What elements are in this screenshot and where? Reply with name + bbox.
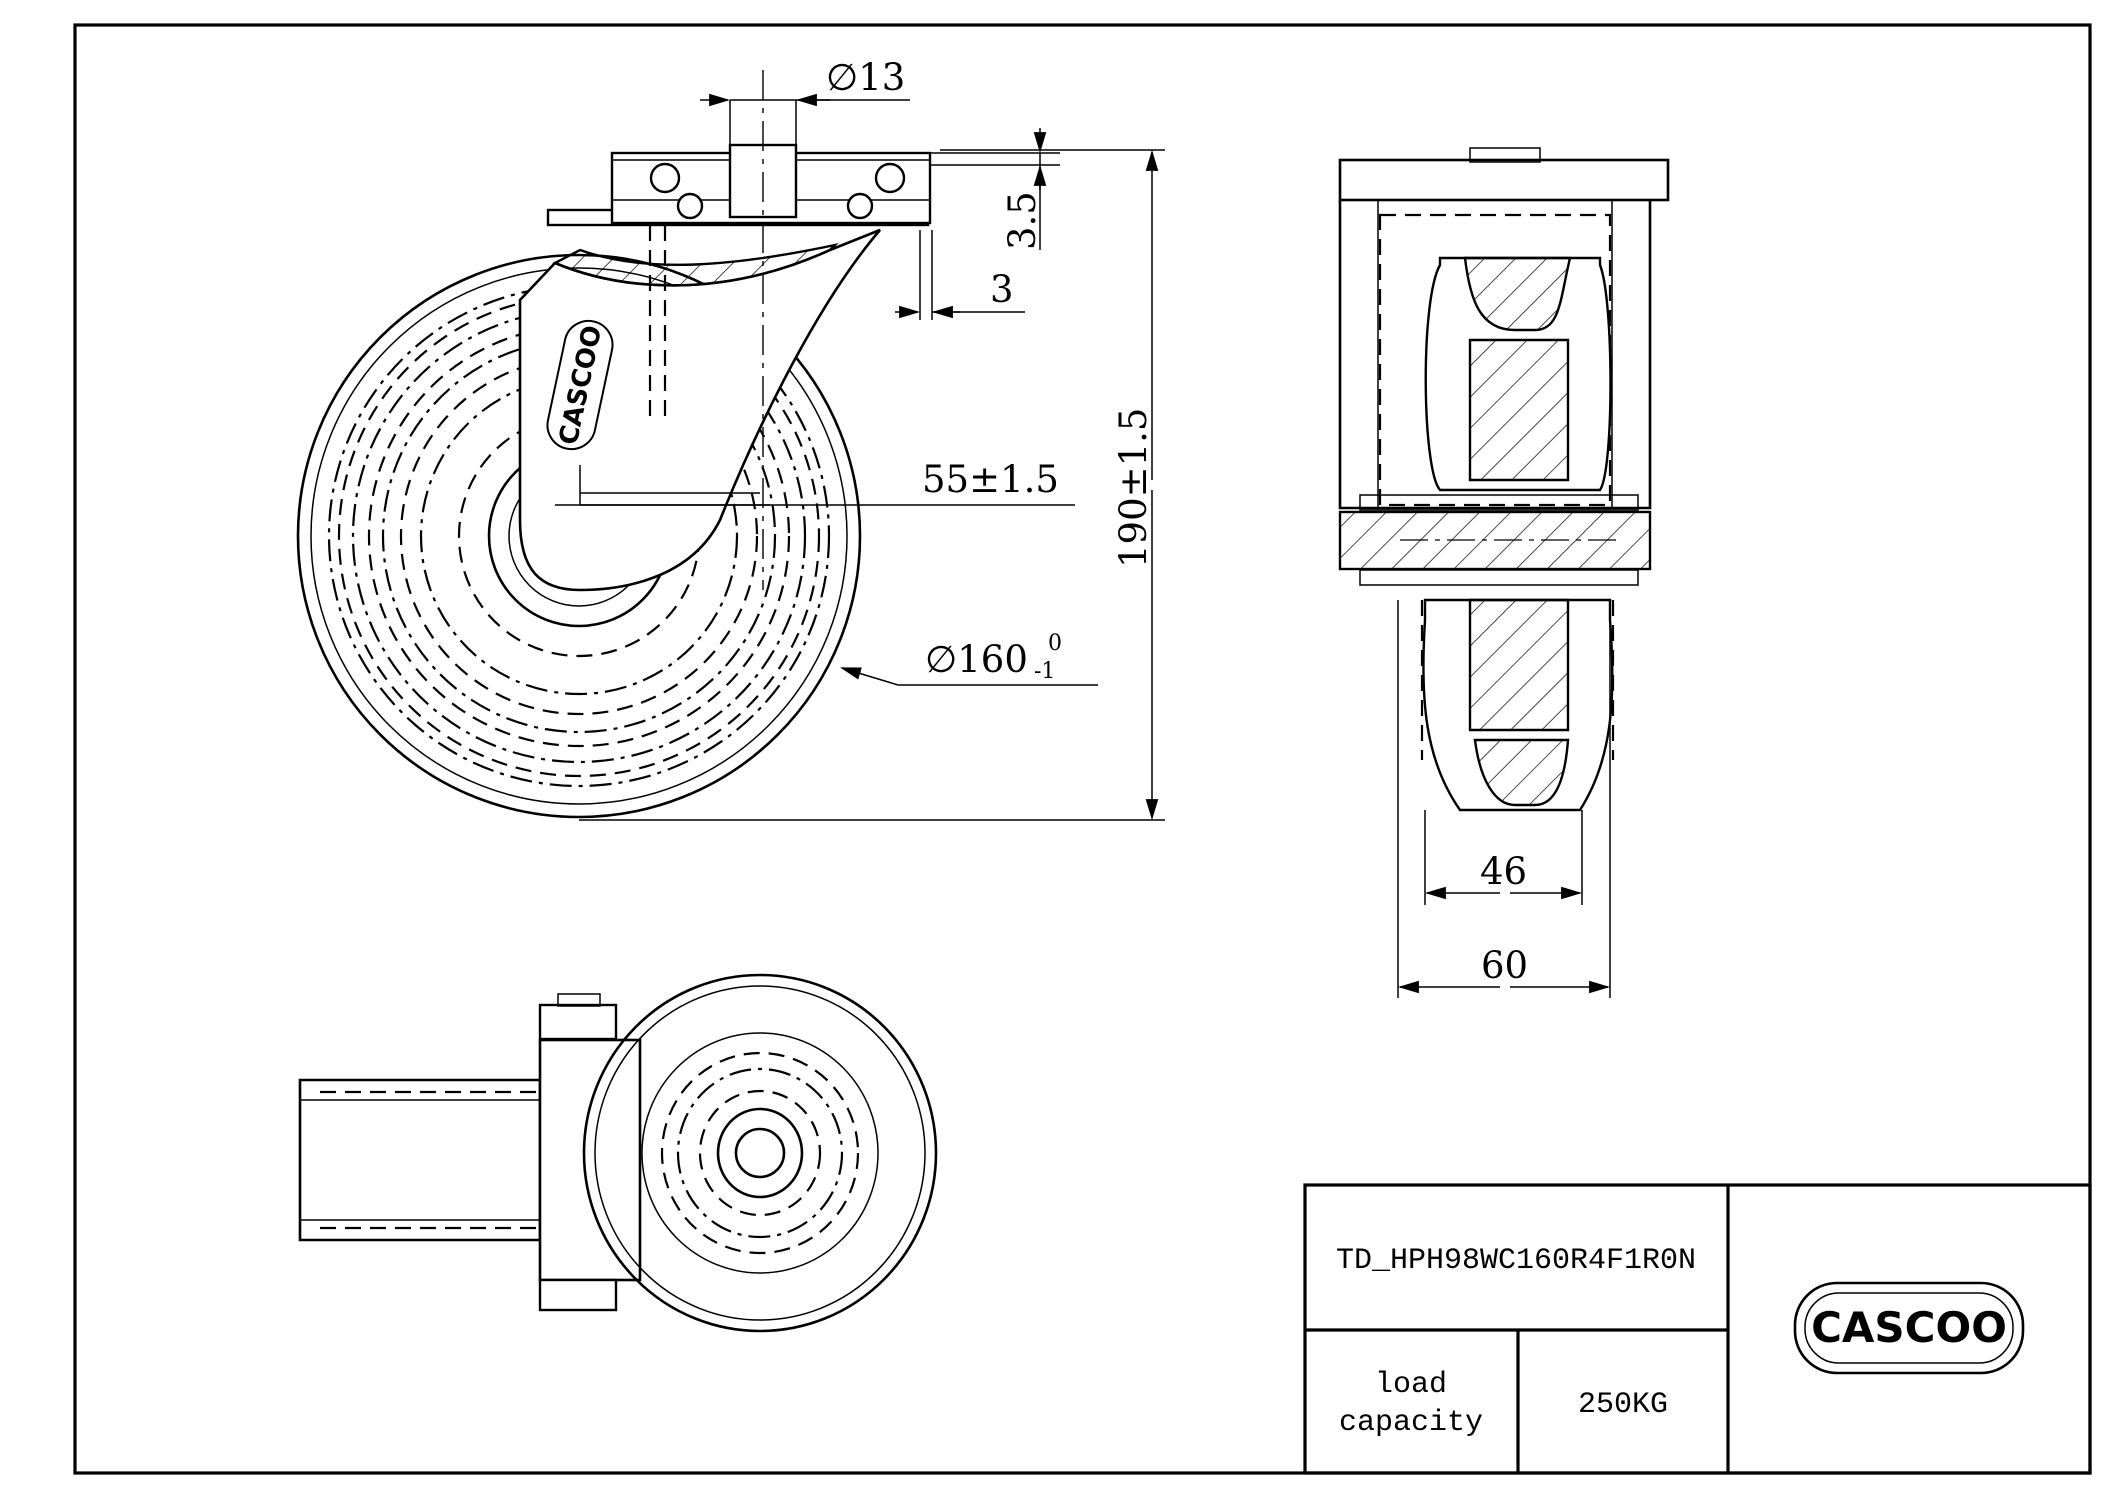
svg-text:0: 0 — [1048, 631, 1062, 656]
part-number: TD_HPH98WC160R4F1R0N — [1336, 1244, 1696, 1278]
dim-wheel-width: 46 — [1424, 810, 1583, 905]
svg-text:55±1.5: 55±1.5 — [922, 458, 1059, 501]
title-block: TD_HPH98WC160R4F1R0N load capacity 250KG… — [1303, 1183, 2092, 1475]
dim-axle-center: 55±1.5 — [579, 458, 1075, 506]
cascoo-logo: CASCOO — [1793, 1281, 2025, 1375]
svg-text:46: 46 — [1480, 850, 1527, 893]
svg-text:CASCOO: CASCOO — [1811, 1303, 2007, 1352]
load-label-line2: capacity — [1339, 1406, 1483, 1440]
svg-text:60: 60 — [1481, 944, 1528, 987]
dim-swivel-offset: 3 — [895, 230, 1025, 320]
svg-text:∅13: ∅13 — [826, 56, 905, 99]
svg-text:3: 3 — [990, 268, 1014, 311]
svg-text:∅160: ∅160 — [925, 638, 1028, 681]
dim-plate-thickness: 3.5 — [930, 128, 1060, 250]
drawing-border — [73, 23, 2092, 1475]
load-label-line1: load — [1375, 1368, 1447, 1402]
dim-bolt-hole: ∅13 — [700, 56, 910, 145]
svg-text:3.5: 3.5 — [1001, 191, 1044, 250]
front-view — [1338, 147, 1670, 812]
dim-total-height: 190±1.5 — [579, 149, 1165, 821]
dim-fork-width: 60 — [1397, 600, 1611, 998]
top-view — [298, 973, 938, 1333]
dim-wheel-diameter: ∅160 0 -1 — [839, 631, 1098, 686]
side-view: CASCOO — [296, 70, 932, 819]
svg-text:-1: -1 — [1034, 659, 1055, 684]
svg-text:190±1.5: 190±1.5 — [1112, 408, 1155, 568]
load-value: 250KG — [1578, 1388, 1668, 1422]
